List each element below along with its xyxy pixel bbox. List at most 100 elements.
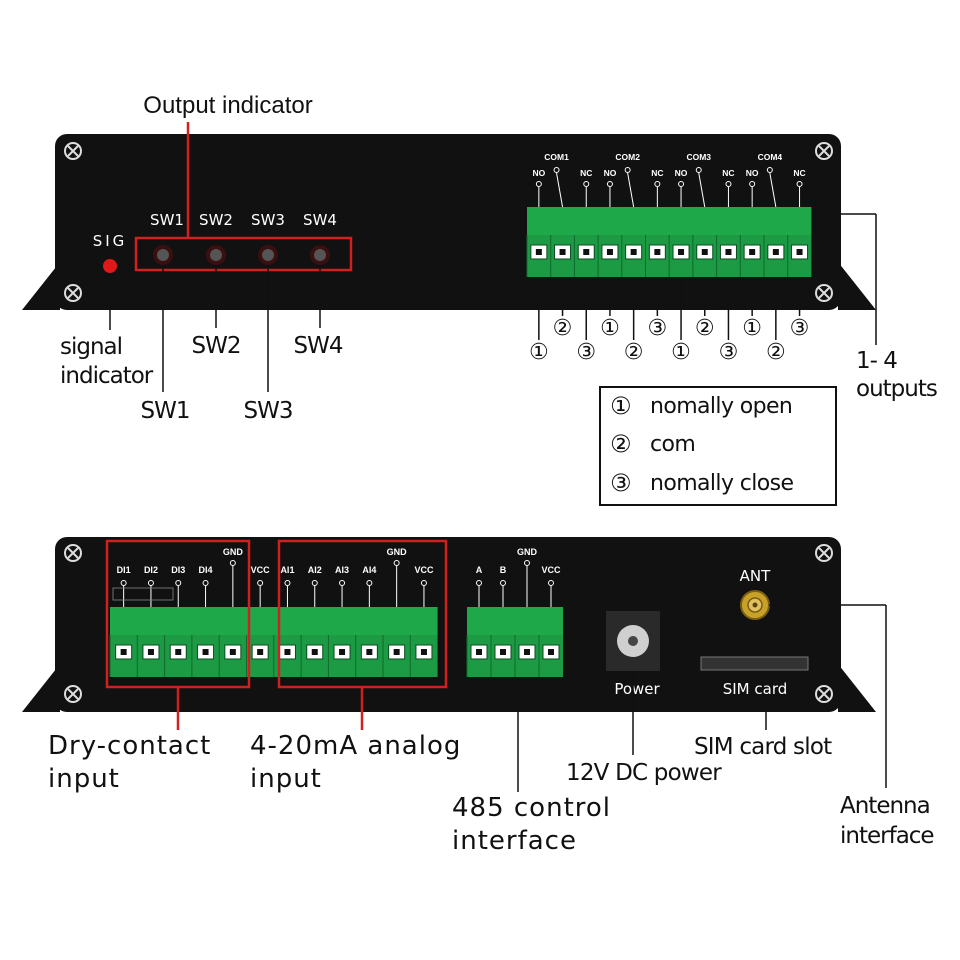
switch-label: SW2 — [199, 211, 233, 229]
pin-number: ① — [529, 340, 549, 365]
pin-ring — [202, 580, 209, 586]
analog-callout: 4-20mA analog — [250, 731, 461, 761]
pin-ring — [175, 580, 182, 586]
no-pin-label: NO — [604, 168, 617, 178]
legend-text: com — [650, 432, 695, 457]
pin-ring — [524, 560, 530, 566]
no-pin-label: NO — [675, 168, 688, 178]
switch-label: SW1 — [150, 211, 184, 229]
screw-icon — [815, 142, 833, 160]
io-pin-label: GND — [387, 547, 408, 557]
pin-number: ② — [553, 316, 573, 341]
power-label: Power — [614, 680, 660, 698]
pin-ring — [583, 181, 590, 187]
sim-card-label: SIM card — [723, 680, 788, 698]
pin-number: ① — [600, 316, 620, 341]
nc-pin-label: NC — [722, 168, 734, 178]
terminal-screw-hole — [311, 649, 318, 655]
signal-indicator-label: indicator — [60, 363, 154, 389]
legend-num: ① — [610, 392, 632, 420]
io-pin-label: DI4 — [199, 565, 213, 575]
terminal-screw-hole — [725, 249, 732, 255]
io-pin-label: DI1 — [117, 565, 131, 575]
legend-text: nomally close — [650, 471, 793, 496]
terminal-screw-hole — [548, 649, 554, 655]
output-led-icon — [153, 245, 173, 265]
pin-number: ① — [671, 340, 691, 365]
sw3-callout: SW3 — [244, 398, 293, 424]
pin-ring — [553, 167, 560, 173]
pin-ring — [654, 181, 661, 187]
screw-icon — [815, 685, 833, 703]
io-pin-label: DI2 — [144, 565, 158, 575]
pin-number: ② — [766, 340, 786, 365]
nc-pin-label: NC — [793, 168, 805, 178]
pin-ring — [229, 560, 236, 566]
pin-ring — [120, 580, 127, 586]
dry-contact-callout: Dry-contact — [48, 731, 211, 761]
io-pin-label: VCC — [414, 565, 434, 575]
pin-ring — [393, 560, 400, 566]
com-pin-label: COM2 — [615, 152, 640, 162]
pin-ring — [257, 580, 264, 586]
pin-ring — [796, 181, 803, 187]
rs485-pin-label: VCC — [541, 565, 561, 575]
rs485-callout: interface — [452, 826, 577, 856]
pin-ring — [606, 181, 613, 187]
io-terminal-block — [109, 607, 438, 677]
com-pin-label: COM4 — [758, 152, 783, 162]
sim-slot-callout: SIM card slot — [694, 734, 832, 760]
terminal-screw-hole — [120, 649, 127, 655]
terminal-screw-hole — [606, 249, 613, 255]
switch-label: SW3 — [251, 211, 285, 229]
output-led-icon — [258, 245, 278, 265]
rs485-pin-label: GND — [517, 547, 538, 557]
terminal-screw-hole — [284, 649, 291, 655]
legend-box — [599, 386, 837, 506]
terminal-screw-hole — [175, 649, 182, 655]
screw-icon — [64, 685, 82, 703]
screw-icon — [64, 544, 82, 562]
pin-stalk — [698, 172, 706, 208]
io-pin-label: AI2 — [308, 565, 322, 575]
pin-ring — [476, 580, 482, 586]
antenna-connector-icon — [740, 590, 770, 620]
io-pin-label: AI1 — [280, 565, 294, 575]
dry-contact-callout: input — [48, 764, 120, 794]
output-led-icon — [206, 245, 226, 265]
legend-num: ② — [610, 430, 632, 458]
terminal-screw-hole — [476, 649, 482, 655]
terminal-screw-hole — [749, 249, 756, 255]
pin-number: ② — [695, 316, 715, 341]
rs485-callout: 485 control — [452, 793, 611, 823]
pin-number: ③ — [719, 340, 739, 365]
pin-stalk — [556, 172, 564, 208]
pin-ring — [725, 181, 732, 187]
terminal-screw-hole — [366, 649, 373, 655]
pin-ring — [420, 580, 427, 586]
pin-number: ③ — [647, 316, 667, 341]
power-jack-pin-icon — [628, 636, 638, 646]
dc-power-callout: 12V DC power — [566, 760, 722, 786]
rs485-terminal-block — [466, 607, 563, 677]
screw-icon — [64, 284, 82, 302]
terminal-screw-hole — [796, 249, 803, 255]
pin-ring — [766, 167, 773, 173]
terminal-screw-hole — [229, 649, 236, 655]
sw1-callout: SW1 — [141, 398, 190, 424]
pin-ring — [500, 580, 506, 586]
terminal-screw-hole — [420, 649, 427, 655]
pin-number: ③ — [576, 340, 596, 365]
sw4-callout: SW4 — [294, 333, 343, 359]
output-indicator-title: Output indicator — [143, 92, 312, 119]
signal-indicator-label: signal — [60, 334, 122, 360]
antenna-callout: interface — [840, 823, 934, 849]
analog-callout: input — [250, 764, 322, 794]
io-pin-label: AI4 — [362, 565, 376, 575]
output-indicator-box — [134, 236, 353, 272]
relay-terminal-top — [527, 207, 812, 235]
terminal-screw-hole — [339, 649, 346, 655]
pin-stalk — [769, 172, 777, 208]
